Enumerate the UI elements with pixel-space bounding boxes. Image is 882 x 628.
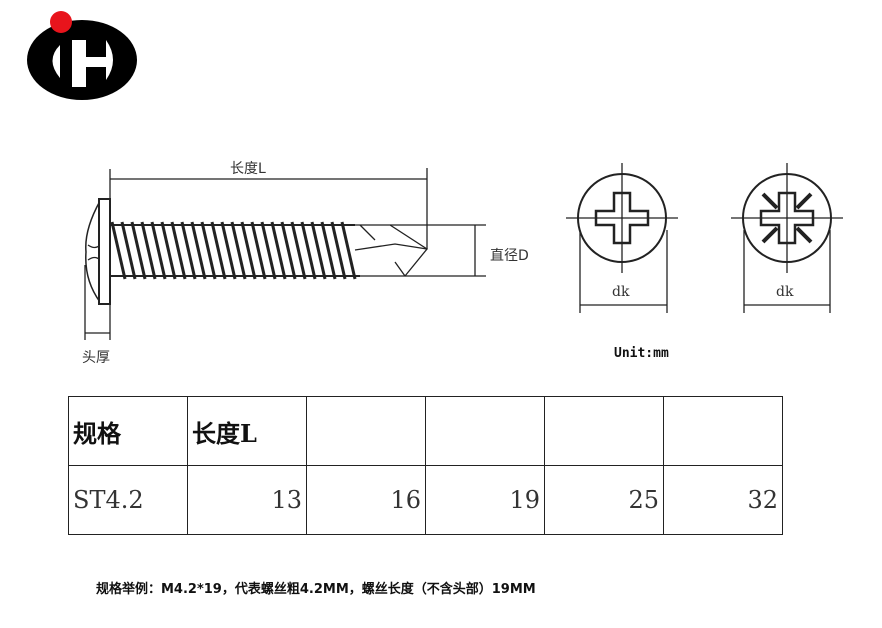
thread-line (340, 221, 357, 280)
spec-cell: ST4.2 (68, 465, 188, 535)
thread-line (170, 221, 187, 280)
length-cell: 16 (306, 465, 426, 535)
screw-side-view (84, 168, 486, 340)
length-cell: 32 (663, 465, 783, 535)
length-label: 长度L (230, 161, 266, 177)
header-cell: 规格 (68, 396, 188, 466)
thread-line (230, 221, 247, 280)
thread-line (210, 221, 227, 280)
pozidriv-head-view (731, 163, 843, 313)
length-cell: 25 (544, 465, 664, 535)
thread-line (330, 221, 347, 280)
table-header-row: 规格 长度L (68, 396, 783, 466)
thread-line (160, 221, 177, 280)
header-cell (663, 396, 783, 466)
thread-line (150, 221, 167, 280)
thread-line (280, 221, 297, 280)
thread-line (120, 221, 137, 280)
header-cell (544, 396, 664, 466)
thread-line (130, 221, 147, 280)
dk-label: dk (612, 284, 630, 300)
thread-line (270, 221, 287, 280)
thread-line (300, 221, 317, 280)
thread-line (260, 221, 277, 280)
thread-line (200, 221, 217, 280)
thread-line (190, 221, 207, 280)
unit-label: Unit:mm (614, 346, 669, 361)
dk-label: dk (776, 284, 794, 300)
table-row: ST4.2 13 16 19 25 32 (68, 465, 783, 535)
thread-line (290, 221, 307, 280)
phillips-head-view (566, 163, 678, 313)
logo (27, 11, 137, 100)
thread-line (320, 221, 337, 280)
thread-line (240, 221, 257, 280)
thread-line (180, 221, 197, 280)
thread-line (110, 221, 127, 280)
length-cell: 13 (187, 465, 307, 535)
thread-line (310, 221, 327, 280)
spec-table: 规格 长度L ST4.2 13 16 19 25 32 (68, 396, 783, 535)
header-cell (306, 396, 426, 466)
thread-line (220, 221, 237, 280)
header-cell: 长度L (187, 396, 307, 466)
diameter-label: 直径D (490, 248, 529, 264)
header-cell (425, 396, 545, 466)
head-thickness-label: 头厚 (82, 350, 110, 366)
thread-line (140, 221, 157, 280)
footnote: 规格举例：M4.2*19，代表螺丝粗4.2MM，螺丝长度（不含头部）19MM (96, 582, 536, 597)
length-cell: 19 (425, 465, 545, 535)
thread-line (250, 221, 267, 280)
